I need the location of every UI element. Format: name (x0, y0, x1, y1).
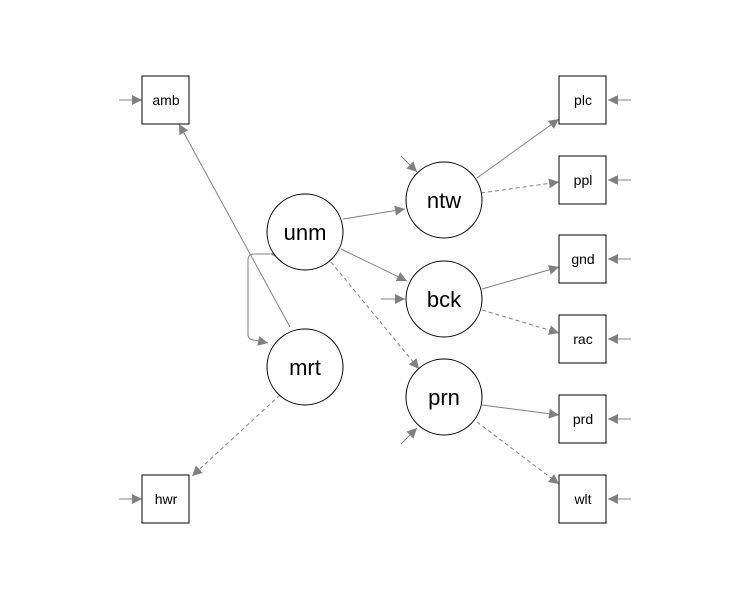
node-label-amb: amb (152, 92, 179, 108)
node-label-ppl: ppl (574, 172, 593, 188)
residual-ntw (400, 155, 418, 173)
node-mrt[interactable]: mrt (266, 328, 344, 406)
node-label-rac: rac (573, 331, 592, 347)
node-hwr[interactable]: hwr (141, 474, 190, 524)
node-label-ntw: ntw (427, 188, 461, 213)
node-label-wlt: wlt (573, 491, 591, 507)
path-mrt-hwr (191, 394, 281, 477)
path-ntw-plc (476, 118, 560, 179)
node-plc[interactable]: plc (558, 75, 607, 125)
covariance-unm-mrt (247, 249, 280, 346)
path-bck-rac (481, 309, 560, 335)
path-prn-prd (481, 404, 560, 419)
path-unm-bck (340, 248, 408, 282)
path-prn-wlt (476, 421, 560, 485)
node-label-unm: unm (284, 220, 327, 245)
node-ntw[interactable]: ntw (405, 161, 483, 239)
path-unm-ntw (342, 205, 406, 220)
node-amb[interactable]: amb (141, 75, 190, 125)
node-ppl[interactable]: ppl (558, 155, 607, 205)
node-label-prn: prn (428, 385, 460, 410)
node-label-prd: prd (573, 411, 593, 427)
node-rac[interactable]: rac (558, 314, 607, 364)
node-label-bck: bck (427, 287, 462, 312)
edges (119, 95, 631, 504)
observed-variables: amb hwr plc ppl gnd rac prd wlt (141, 75, 607, 524)
path-ntw-ppl (480, 178, 560, 194)
latent-variables: unm mrt ntw bck prn (266, 161, 483, 436)
node-prd[interactable]: prd (558, 394, 607, 444)
node-bck[interactable]: bck (405, 260, 483, 338)
node-prn[interactable]: prn (405, 358, 483, 436)
node-label-mrt: mrt (289, 355, 321, 380)
node-label-hwr: hwr (155, 491, 178, 507)
path-unm-prn (330, 261, 420, 370)
node-wlt[interactable]: wlt (558, 474, 607, 524)
residual-prn (400, 427, 418, 445)
node-label-gnd: gnd (571, 251, 594, 267)
path-bck-gnd (481, 264, 560, 290)
node-unm[interactable]: unm (266, 193, 344, 271)
node-label-plc: plc (574, 92, 592, 108)
node-gnd[interactable]: gnd (558, 234, 607, 284)
